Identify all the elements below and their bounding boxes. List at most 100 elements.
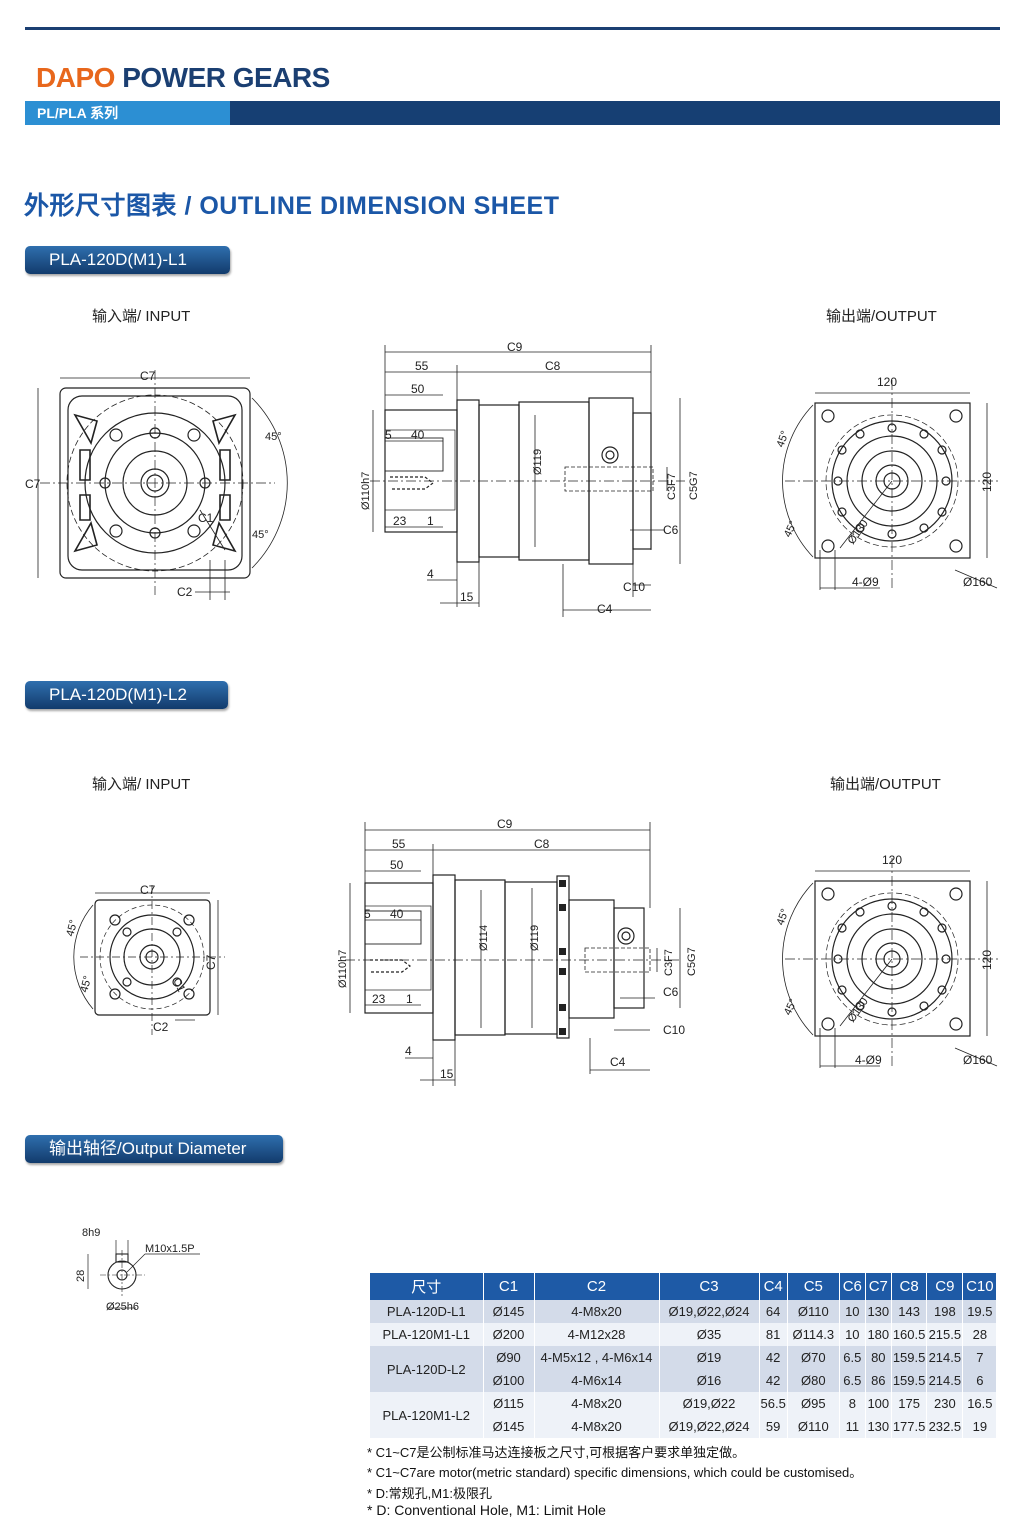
l2-c10: C10 xyxy=(663,1023,685,1037)
l1-angle-upper: 45° xyxy=(265,431,282,443)
table-header: C10 xyxy=(962,1273,998,1300)
series-label: PL/PLA 系列 xyxy=(25,101,230,125)
table-cell: Ø95 xyxy=(787,1392,840,1415)
table-cell: 81 xyxy=(759,1323,788,1346)
l2-dim-15: 15 xyxy=(440,1067,454,1081)
l2-out-d160: Ø160 xyxy=(963,1053,993,1067)
table-cell: 7 xyxy=(962,1346,998,1369)
header-rule xyxy=(25,27,1000,30)
l1-dim-23: 23 xyxy=(393,514,407,528)
table-cell-model: PLA-120D-L2 xyxy=(370,1346,484,1392)
table-cell: 4-M6x14 xyxy=(534,1369,660,1392)
table-header: C9 xyxy=(926,1273,964,1300)
table-row: PLA-120M1-L1 Ø200 4-M12x28 Ø35 81 Ø114.3… xyxy=(370,1323,998,1346)
l2-dim-55: 55 xyxy=(392,837,406,851)
table-cell: 230 xyxy=(926,1392,964,1415)
table-row: PLA-120D-L1 Ø145 4-M8x20 Ø19,Ø22,Ø24 64 … xyxy=(370,1300,998,1323)
table-cell: Ø100 xyxy=(483,1369,535,1392)
table-cell: 4-M8x20 xyxy=(534,1415,660,1438)
table-cell: 4-M8x20 xyxy=(534,1300,660,1323)
table-cell: 86 xyxy=(865,1369,892,1392)
shaft-thread: M10x1.5P xyxy=(145,1243,195,1255)
l1-out-d160: Ø160 xyxy=(963,575,993,589)
l1-angle-lower: 45° xyxy=(252,529,269,541)
table-cell: Ø70 xyxy=(787,1346,840,1369)
table-header-row: 尺寸 C1 C2 C3 C4 C5 C6 C7 C8 C9 C10 xyxy=(370,1273,998,1300)
l1-dim-4: 4 xyxy=(427,567,434,581)
shaft-height: 28 xyxy=(75,1270,87,1282)
table-cell: 56.5 xyxy=(759,1392,788,1415)
note-1: * C1~C7是公制标准马达连接板之尺寸,可根据客户要求单独定做。 xyxy=(367,1445,746,1460)
table-cell: 160.5 xyxy=(891,1323,928,1346)
l1-c8: C8 xyxy=(545,359,561,373)
table-cell: 6 xyxy=(962,1369,998,1392)
model-l1-title: PLA-120D(M1)-L1 xyxy=(25,246,230,274)
table-row: Ø145 4-M8x20 Ø19,Ø22,Ø24 59 Ø110 11 130 … xyxy=(370,1415,998,1438)
table-cell: 215.5 xyxy=(926,1323,964,1346)
l1-output-label: 输出端/OUTPUT xyxy=(826,308,937,325)
l2-out-120-top: 120 xyxy=(882,853,902,867)
l2-out-holes: 4-Ø9 xyxy=(855,1053,882,1067)
l2-out-angle-upper: 45° xyxy=(775,907,792,927)
table-cell: Ø115 xyxy=(483,1392,535,1415)
l2-d114: Ø114 xyxy=(478,925,490,951)
table-cell: 214.5 xyxy=(926,1369,964,1392)
table-cell: 214.5 xyxy=(926,1346,964,1369)
table-cell: 42 xyxy=(759,1346,788,1369)
table-cell: 6.5 xyxy=(839,1346,866,1369)
table-cell: Ø16 xyxy=(659,1369,760,1392)
l2-dim-23: 23 xyxy=(372,992,386,1006)
l2-c7-side: C7 xyxy=(204,954,218,970)
l1-dim-40: 40 xyxy=(411,428,425,442)
table-cell: 19 xyxy=(962,1415,998,1438)
table-cell: 28 xyxy=(962,1323,998,1346)
table-cell: 80 xyxy=(865,1346,892,1369)
l1-side-view: C9 55 C8 50 5 40 23 1 4 15 C4 C10 C6 Ø11… xyxy=(360,340,700,617)
table-cell: 4-M5x12 , 4-M6x14 xyxy=(534,1346,660,1369)
table-cell: 177.5 xyxy=(891,1415,928,1438)
table-cell: 4-M8x20 xyxy=(534,1392,660,1415)
table-header: C3 xyxy=(659,1273,760,1300)
l2-dim-1: 1 xyxy=(406,992,413,1006)
l2-input-label: 输入端/ INPUT xyxy=(92,776,191,793)
l1-c7-side: C7 xyxy=(25,477,41,491)
shaft-key: 8h9 xyxy=(82,1227,100,1239)
table-cell-model: PLA-120M1-L2 xyxy=(370,1392,484,1438)
model-l2-title: PLA-120D(M1)-L2 xyxy=(25,681,228,709)
table-cell: 42 xyxy=(759,1369,788,1392)
table-cell: 100 xyxy=(865,1392,892,1415)
l2-dim-40: 40 xyxy=(390,907,404,921)
table-header: C8 xyxy=(891,1273,928,1300)
table-cell: 198 xyxy=(926,1300,964,1323)
note-4: * D: Conventional Hole, M1: Limit Hole xyxy=(367,1502,606,1518)
table-row: PLA-120M1-L2 Ø115 4-M8x20 Ø19,Ø22 56.5 Ø… xyxy=(370,1392,998,1438)
l2-output-label: 输出端/OUTPUT xyxy=(830,776,941,793)
table-cell: Ø19,Ø22 xyxy=(659,1392,760,1415)
table-cell: Ø110 xyxy=(787,1415,840,1438)
table-cell-model: PLA-120M1-L1 xyxy=(370,1323,484,1346)
section-title: 外形尺寸图表 / OUTLINE DIMENSION SHEET xyxy=(24,192,560,220)
l1-dim-1: 1 xyxy=(427,514,434,528)
l1-dim-50: 50 xyxy=(411,382,425,396)
table-cell: 8 xyxy=(839,1392,866,1415)
table-header: 尺寸 xyxy=(370,1273,484,1300)
note-2: * C1~C7are motor(metric standard) specif… xyxy=(367,1465,863,1480)
table-cell-model: PLA-120D-L1 xyxy=(370,1300,484,1323)
l2-d119: Ø119 xyxy=(529,925,541,951)
l1-c1: C1 xyxy=(198,511,214,525)
l2-dim-5: 5 xyxy=(364,907,371,921)
table-cell: 175 xyxy=(891,1392,928,1415)
table-cell: 159.5 xyxy=(891,1346,928,1369)
table-cell: 143 xyxy=(891,1300,928,1323)
table-header: C7 xyxy=(865,1273,892,1300)
table-cell: Ø145 xyxy=(483,1300,535,1323)
note-3: * D:常规孔,M1:极限孔 xyxy=(367,1486,492,1501)
table-cell: 4-M12x28 xyxy=(534,1323,660,1346)
l1-c9: C9 xyxy=(507,340,523,354)
l2-dim-50: 50 xyxy=(390,858,404,872)
table-cell: 130 xyxy=(865,1415,892,1438)
table-cell: 10 xyxy=(839,1300,866,1323)
l1-c2: C2 xyxy=(177,585,193,599)
l2-angle-lower: 45° xyxy=(78,975,94,994)
l1-c7-top: C7 xyxy=(140,369,156,383)
